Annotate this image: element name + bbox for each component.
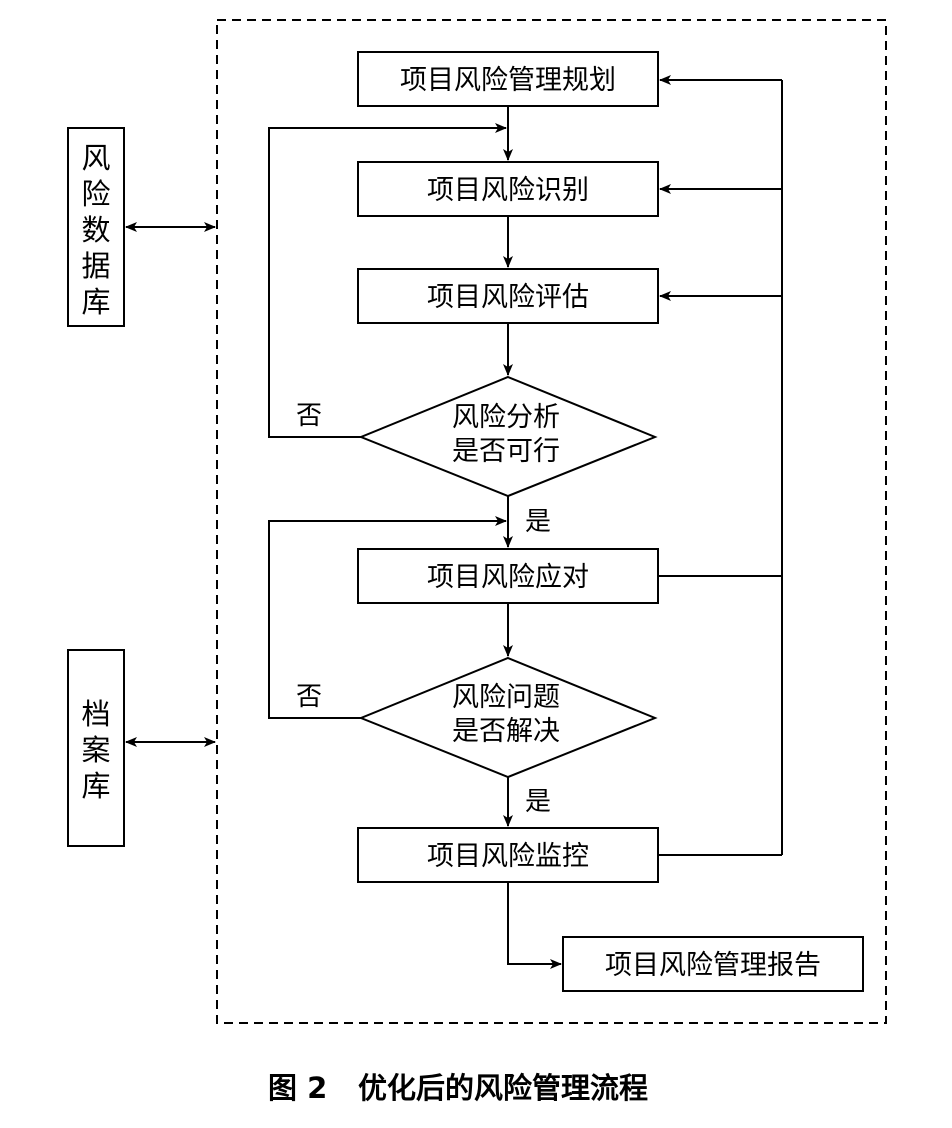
- arrow-monitoring-to-report: [507, 882, 562, 969]
- planning-label: 项目风险管理规划: [400, 65, 616, 96]
- risk-database-char: 数: [81, 213, 110, 247]
- report-box: [562, 936, 864, 992]
- figure-number: 图 2: [268, 1071, 327, 1105]
- system-boundary: [216, 19, 887, 1024]
- loop-no-resolved: [268, 516, 507, 719]
- archive-char: 案: [81, 733, 110, 767]
- risk-database-char: 据: [81, 249, 110, 283]
- label-no-feasible: 否: [296, 401, 322, 431]
- archive-char: 库: [81, 769, 110, 803]
- label-no-resolved: 否: [296, 682, 322, 712]
- decision-resolved-line1: 风险问题: [452, 682, 560, 713]
- archive-box: [67, 649, 125, 847]
- loop-no-feasible: [268, 123, 507, 438]
- identification-label: 项目风险识别: [427, 175, 589, 206]
- response-label: 项目风险应对: [427, 562, 589, 593]
- risk-database-box: [67, 127, 125, 327]
- decision-resolved-line2: 是否解决: [452, 716, 560, 747]
- risk-database-char: 风: [81, 141, 110, 175]
- label-yes-resolved: 是: [525, 787, 551, 817]
- decision-feasible-line1: 风险分析: [452, 402, 560, 433]
- label-yes-feasible: 是: [525, 507, 551, 537]
- archive-char: 档: [81, 697, 110, 731]
- risk-database-char: 库: [81, 285, 110, 319]
- planning-box: [357, 51, 659, 107]
- decision-feasible-line2: 是否可行: [452, 436, 560, 467]
- report-label: 项目风险管理报告: [605, 950, 821, 981]
- monitoring-label: 项目风险监控: [427, 841, 589, 872]
- assessment-label: 项目风险评估: [427, 282, 589, 313]
- figure-title: 优化后的风险管理流程: [358, 1071, 648, 1105]
- risk-database-char: 险: [81, 177, 110, 211]
